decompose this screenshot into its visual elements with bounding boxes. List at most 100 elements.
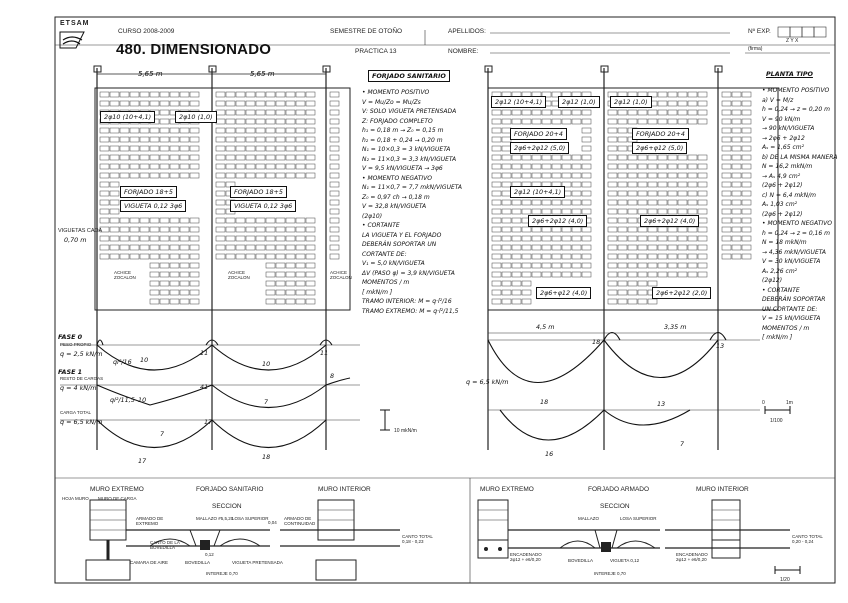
left-wall-extreme (85, 499, 131, 581)
sec-canto-bovedilla: CANTO DE LA BOVEDILLA (150, 540, 180, 550)
diag-value-7: 8 (330, 372, 335, 380)
middle_notes-line: CORTANTE DE: (362, 250, 407, 258)
middle_notes-line: TRAMO EXTREMO: M = q·l²/11,5 (362, 307, 459, 315)
surname-label: APELLIDOS: (448, 28, 486, 35)
right-bars-d: 2φ6+2φ12 (2,0) (652, 287, 712, 299)
right-beam-top-left: 2φ12 (10+4,1) (491, 96, 547, 108)
right_notes-line: UN CORTANTE DE: (762, 305, 818, 313)
right_notes-line: → Aₛ 4,9 cm² (762, 172, 801, 180)
sec-vigueta-right: VIGUETA 0,12 (610, 558, 640, 563)
scale-top-0: 0 (762, 400, 765, 406)
right-diag-5: 13 (657, 400, 666, 408)
sec-bovedilla-left: BOVEDILLA (185, 560, 211, 565)
left-construction-sections (85, 499, 400, 581)
logo-text: ETSAM (60, 20, 90, 27)
diag-value-11: 18 (262, 453, 271, 461)
beam-top-right: 2φ10 (1,0) (175, 111, 217, 123)
sec-mallazo-right: MALLAZO (578, 516, 600, 521)
diag-value-1: 10 (140, 356, 149, 364)
sec-canto-total-right: CANTO TOTAL 0,20 - 0,24 (792, 534, 823, 544)
diag-value-2: 11 (200, 349, 209, 357)
middle_notes-line: Z₀ = 0,97 ch → 0,18 m (362, 193, 430, 201)
right-neg-left: 2φ6+2φ12 (5,0) (510, 142, 570, 154)
sec-encadenado-left: ENCADENADO 2φ12 + e6/0,20 (510, 552, 542, 562)
middle_notes-line: TRAMO INTERIOR: M = q·l²/16 (362, 298, 452, 305)
middle_notes-line: h₁ = 0,18 m → Z₀ = 0,15 m (362, 127, 444, 134)
sec-losa-superior-right: LOSA SUPERIOR (620, 516, 657, 521)
sec-interejes-right: INTEREJE 0,70 (594, 571, 626, 576)
right_notes-line: Aₛ 1,03 cm² (762, 201, 798, 208)
left-plan-vaults (99, 91, 340, 305)
right-beam-mid: 2φ12 (10+4,1) (510, 186, 566, 198)
right_notes-line: (2φ6 + 2φ12) (762, 210, 803, 218)
right_notes-line: V = 90 kN/m (762, 115, 801, 123)
right-beam-top-mid: 2φ12 (1,0) (558, 96, 600, 108)
diag-value-10: 17 (138, 457, 147, 465)
side-note-2: 0,70 m (64, 236, 87, 244)
middle_notes-line: N₁ = 11×0,7 = 7,7 mkN/VIGUETA (362, 184, 462, 191)
right_notes-line: Aₛ 2,26 cm² (762, 267, 798, 275)
fase1-label: FASE 1 (58, 368, 83, 376)
sheet-frame (54, 16, 836, 584)
right-construction-sections (477, 499, 801, 574)
q1-label: q = 4 kN/m (60, 384, 97, 392)
left-floor-section (126, 529, 270, 550)
left-moment-diagrams (60, 339, 390, 449)
right_notes-line: (2φ6 + 2φ12) (762, 182, 803, 189)
right_notes-line: V = 15 kN/VIGUETA (762, 315, 821, 322)
middle_notes-line: V = Mu/Zo = Mu/Zs (362, 98, 421, 106)
right-diag-6: 18 (540, 398, 549, 406)
sec-losa-superior-left: LOSA SUPERIOR (232, 516, 269, 521)
middle_notes-line: V₁ = 5,0 kN/VIGUETA (362, 260, 425, 267)
sec-dim-012: 0,12 (205, 552, 214, 557)
right-neg-right: 2φ6+φ12 (5,0) (632, 142, 688, 154)
right-forjado-right: FORJADO 20+4 (632, 128, 689, 140)
vigueta-left: VIGUETA 0,12 3φ6 (120, 200, 187, 212)
exp-boxes (777, 26, 827, 38)
middle_notes-line: MOMENTOS / m (362, 279, 410, 286)
right_notes-line: • MOMENTO NEGATIVO (762, 220, 832, 227)
scale-top-ratio: 1/100 (770, 418, 783, 424)
sec-seccion-left: SECCION (212, 503, 242, 510)
sec-camara-aire: CAMARA DE AIRE (130, 560, 169, 565)
right-diag-1: 18 (592, 338, 601, 346)
left-scale-note: 10 mkN/m (394, 428, 417, 434)
right-diag-3: 13 (716, 342, 725, 350)
fraction-2: ql²/11,5 (110, 396, 135, 404)
right-floor-plan (484, 65, 779, 450)
diag-value-8: 7 (160, 430, 165, 438)
middle_notes-line: [ mkN/m ] (362, 288, 393, 296)
q2-label: q = 6,5 kN/m (60, 418, 103, 426)
sec-muro-carga: MURO DE CARGA (98, 496, 137, 501)
right-span-left: 4,5 m (536, 323, 555, 331)
carga-total-label: CARGA TOTAL (60, 410, 92, 415)
zocalo-label-2: ACHICE ZOCALON (228, 270, 250, 280)
right_notes-line: h = 0,24 → z = 0,16 m (762, 229, 830, 237)
bottom-scale-bar (774, 566, 801, 574)
span-left: 5,65 m (138, 70, 163, 78)
right-bars-c: 2φ6+φ12 (4,0) (536, 287, 592, 299)
exp-boxes-sub: Z Y X (786, 38, 799, 44)
diag-value-6: 7 (264, 398, 269, 406)
forjado-left: FORJADO 18+5 (120, 186, 177, 198)
diag-value-3: 10 (262, 360, 271, 368)
semester-label: SEMESTRE DE OTOÑO (330, 28, 403, 35)
course-label: CURSO 2008-2009 (118, 28, 175, 35)
right_notes-line: b) DE LA MISMA MANERA (762, 153, 838, 161)
right-forjado-left: FORJADO 20+4 (510, 128, 567, 140)
beam-top-left: 2φ10 (10+4,1) (100, 111, 156, 123)
firma-label: (firma) (748, 46, 763, 52)
right_notes-line: c) N = 6,4 mkN/m (762, 191, 816, 199)
zocalo-label-3: ACHICE ZOCALON (330, 270, 352, 280)
middle_notes-line: DEBERÁN SOPORTAR UN (362, 241, 437, 248)
right_notes-line: (2φ12) (762, 277, 783, 284)
sec-canto-total-left: CANTO TOTAL 0,18 - 0,23 (402, 534, 433, 544)
right-wall-extreme (477, 499, 509, 559)
left-wall-interior (280, 499, 400, 581)
sec-muro-interior-left: MURO INTERIOR (318, 486, 371, 493)
sec-armado-continuidad: ARMADO DE CONTINUIDAD (284, 516, 316, 526)
right-notes-heading: PLANTA TIPO (766, 70, 813, 78)
